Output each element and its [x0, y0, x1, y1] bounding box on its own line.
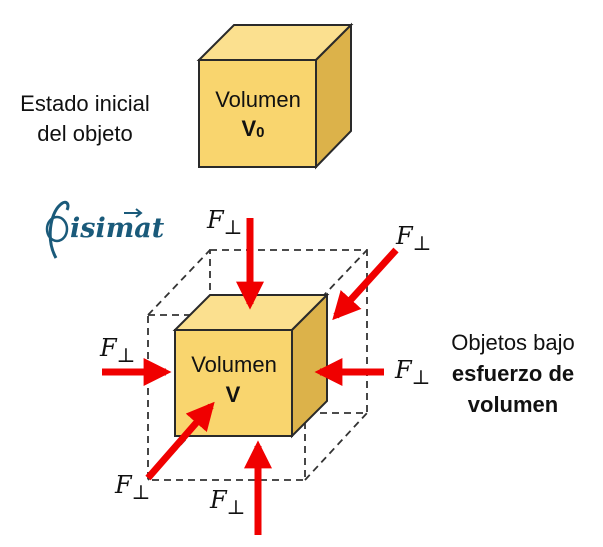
outline-edge-top-left [147, 249, 211, 316]
initial-cube-front [198, 59, 317, 168]
logo-integral-icon [48, 200, 70, 259]
stressed-label-line2: esfuerzo de [452, 361, 574, 386]
compressed-cube: Volumen V [172, 292, 330, 439]
force-label-top: F⊥ [206, 206, 242, 239]
force-label-bottom-left-symbol: F [114, 471, 133, 499]
initial-cube-label-line2: V0 [241, 116, 264, 141]
force-label-top-right-symbol: F [395, 222, 414, 250]
outline-edge-bottom-right [304, 412, 368, 481]
initial-cube-label-line1: Volumen [215, 87, 301, 112]
force-label-bottom-subscript: ⊥ [227, 495, 246, 519]
initial-state-label-line1: Estado inicial [20, 91, 150, 116]
force-label-top-right-subscript: ⊥ [413, 231, 432, 255]
force-label-bottom-left-subscript: ⊥ [132, 480, 151, 504]
force-label-left-subscript: ⊥ [117, 343, 136, 367]
force-arrow-bottom-left [145, 401, 215, 481]
force-label-bottom-left: F⊥ [114, 471, 150, 504]
force-label-right-symbol: F [394, 356, 413, 384]
logo-vector-arrow-icon [124, 208, 143, 218]
compressed-cube-label-line2: V [226, 382, 241, 407]
force-label-bottom-symbol: F [209, 486, 228, 514]
compressed-cube-label-line1: Volumen [191, 352, 277, 377]
force-label-left-symbol: F [99, 334, 118, 362]
stressed-label-line1: Objetos bajo [451, 330, 575, 355]
force-label-right-subscript: ⊥ [412, 365, 431, 389]
force-label-top-subscript: ⊥ [224, 215, 243, 239]
force-label-right: F⊥ [394, 356, 430, 389]
logo-circle-icon [45, 215, 69, 243]
initial-cube-volume-symbol: V [241, 116, 256, 141]
force-arrows [102, 218, 399, 535]
force-arrow-top-right [332, 247, 399, 321]
fisimat-logo: isimat [45, 200, 165, 259]
initial-cube: Volumen V0 [196, 22, 354, 170]
initial-state-label-line2: del objeto [37, 121, 132, 146]
force-label-top-symbol: F [206, 206, 225, 234]
force-label-left: F⊥ [99, 334, 135, 367]
stressed-label-line3: volumen [468, 392, 558, 417]
force-labels: F⊥ F⊥ F⊥ F⊥ F⊥ F⊥ [99, 206, 431, 519]
force-label-top-right: F⊥ [395, 222, 431, 255]
initial-cube-volume-subscript: 0 [256, 124, 264, 141]
force-label-bottom: F⊥ [209, 486, 245, 519]
logo-text: isimat [70, 213, 165, 244]
